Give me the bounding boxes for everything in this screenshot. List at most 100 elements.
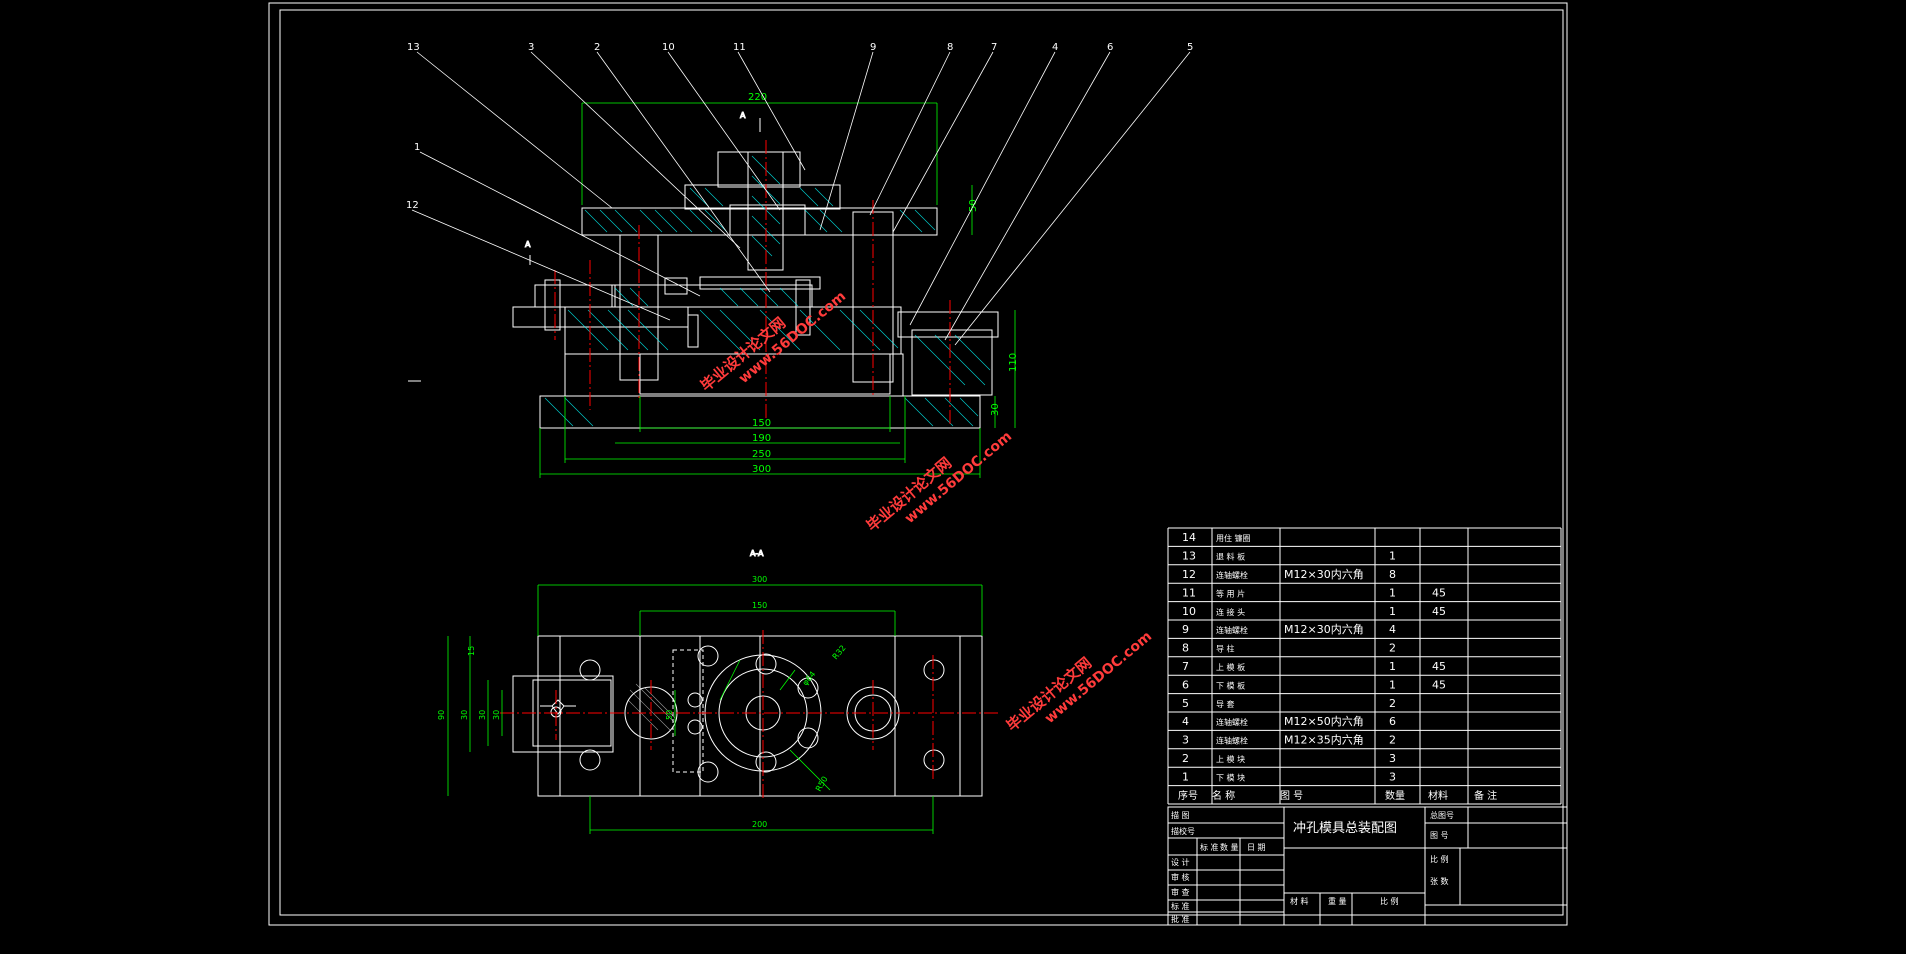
bom-cell-qty: 4 [1389, 623, 1396, 636]
bom-cell-spec: M12×30内六角 [1284, 622, 1364, 636]
section-marks: A A A-A [408, 111, 765, 559]
bom-cell-qty: 1 [1389, 605, 1396, 618]
bom-header-spec: 图 号 [1280, 790, 1303, 802]
bom-header-qty: 数量 [1385, 789, 1405, 802]
bom-cell-name: 下 模 板 [1216, 680, 1245, 690]
bom-cell-no: 11 [1182, 586, 1196, 599]
plan-dimensions [447, 584, 983, 834]
outer-frame [268, 2, 1568, 926]
bom-cell-no: 3 [1182, 734, 1189, 747]
leader-13: 13 [407, 42, 420, 53]
section-mark-left: A [525, 240, 531, 249]
leader-5: 5 [1187, 42, 1193, 53]
tb-label-bz: 标 准 [1200, 842, 1219, 852]
bom-cell-mat: 45 [1432, 660, 1446, 673]
dim-220: 220 [748, 92, 767, 103]
bom-cell-qty: 6 [1389, 715, 1396, 728]
bom-cell-qty: 2 [1389, 734, 1396, 747]
leader-2: 2 [594, 42, 600, 53]
bom-cell-qty: 1 [1389, 678, 1396, 691]
bom-cell-mat: 45 [1432, 586, 1446, 599]
tb-label-num: 数 量 [1220, 842, 1239, 852]
tb-label-date: 日 期 [1247, 843, 1266, 852]
leader-lines [411, 51, 1191, 346]
bom-cell-spec: M12×50内六角 [1284, 714, 1364, 728]
leader-9: 9 [870, 42, 876, 53]
leader-6: 6 [1107, 42, 1113, 53]
plan-dim-150: 150 [752, 601, 767, 610]
bom-cell-name: 连轴螺栓 [1216, 625, 1248, 635]
bom-cell-name: 连 接 头 [1216, 607, 1245, 617]
plan-dim-r2: φ64 [801, 670, 818, 688]
tb-label-mat: 材 料 [1290, 896, 1309, 906]
inner-frame [279, 9, 1564, 916]
bom-cell-spec: M12×35内六角 [1284, 733, 1364, 747]
bom-header-mat: 材料 [1428, 789, 1448, 802]
tb-label-scale-r: 比 例 [1430, 854, 1449, 864]
bom-cell-no: 12 [1182, 568, 1196, 581]
bom-header-note: 备 注 [1474, 789, 1497, 802]
view-label: A-A [750, 549, 764, 558]
watermark-3: 毕业设计论文网 www.56DOC.com [1003, 628, 1155, 735]
leader-11: 11 [733, 42, 746, 53]
bom-cell-qty: 3 [1389, 770, 1396, 783]
front-section-view [512, 151, 999, 429]
bom-cell-name: 导 柱 [1216, 644, 1235, 654]
bom-cell-qty: 2 [1389, 697, 1396, 710]
dim-250: 250 [752, 449, 771, 460]
section-mark-top: A [740, 111, 746, 120]
leader-7: 7 [991, 42, 997, 53]
tb-label-drawno: 总图号 [1430, 810, 1454, 820]
tb-label-check: 审 核 [1171, 872, 1190, 882]
plan-dim-300: 300 [752, 575, 767, 584]
bom-cell-name: 等 用 片 [1216, 588, 1245, 598]
tb-label-weight: 重 量 [1328, 896, 1347, 906]
leader-8: 8 [947, 42, 953, 53]
title-block [1167, 806, 1568, 926]
plan-centerlines [500, 630, 1000, 800]
tb-label-scale-b: 比 例 [1380, 896, 1399, 906]
bom-cell-name: 连轴螺栓 [1216, 736, 1248, 746]
bom-cell-no: 6 [1182, 678, 1189, 691]
leader-10: 10 [662, 42, 675, 53]
bom-cell-no: 13 [1182, 550, 1196, 563]
leader-4: 4 [1052, 42, 1058, 53]
plan-dim-left-a: 90 [437, 710, 446, 720]
bom-cell-spec: M12×30内六角 [1284, 567, 1364, 581]
plan-dim-r3: R50 [814, 775, 830, 793]
bom-header-name: 名 称 [1212, 789, 1235, 802]
front-dimensions [539, 102, 1016, 478]
bom-cell-qty: 1 [1389, 550, 1396, 563]
plan-dim-200: 200 [752, 820, 767, 829]
watermark-1: 毕业设计论文网 www.56DOC.com [697, 288, 849, 395]
tb-label-design: 设 计 [1171, 857, 1190, 867]
bom-cell-name: 连轴螺栓 [1216, 717, 1248, 727]
bom-cell-no: 4 [1182, 715, 1189, 728]
bom-cell-no: 2 [1182, 752, 1189, 765]
bom-cell-qty: 1 [1389, 586, 1396, 599]
bom-cell-no: 1 [1182, 770, 1189, 783]
front-dimension-labels: 220 50 110 30 150 190 250 300 [748, 92, 1019, 475]
leader-labels: 13 3 2 10 11 9 8 7 4 6 5 1 12 [406, 42, 1193, 211]
bom-cell-mat: 45 [1432, 605, 1446, 618]
dim-30: 30 [990, 403, 1001, 416]
tb-label-std: 标 准 [1171, 901, 1190, 911]
tb-label-sheet: 张 数 [1430, 876, 1449, 886]
bom-cell-name: 退 料 板 [1216, 552, 1245, 562]
plan-dim-left-b: 15 [467, 646, 476, 656]
tb-label-miaojiao: 描校号 [1171, 826, 1195, 836]
tb-label-miaotu: 描 图 [1171, 810, 1190, 820]
bom-cell-no: 9 [1182, 623, 1189, 636]
bom-cell-name: 上 模 板 [1216, 662, 1245, 672]
tb-label-approve: 批 准 [1171, 914, 1190, 924]
plan-hatching [627, 683, 676, 731]
watermark-2: 毕业设计论文网 www.56DOC.com [863, 428, 1015, 535]
leader-3: 3 [528, 42, 534, 53]
dim-150: 150 [752, 418, 771, 429]
leader-12: 12 [406, 200, 419, 211]
dim-110: 110 [1008, 353, 1019, 372]
bom-cell-name: 连轴螺栓 [1216, 570, 1248, 580]
tb-label-review: 审 查 [1171, 887, 1190, 897]
plan-dim-left-e: 30 [492, 710, 501, 720]
